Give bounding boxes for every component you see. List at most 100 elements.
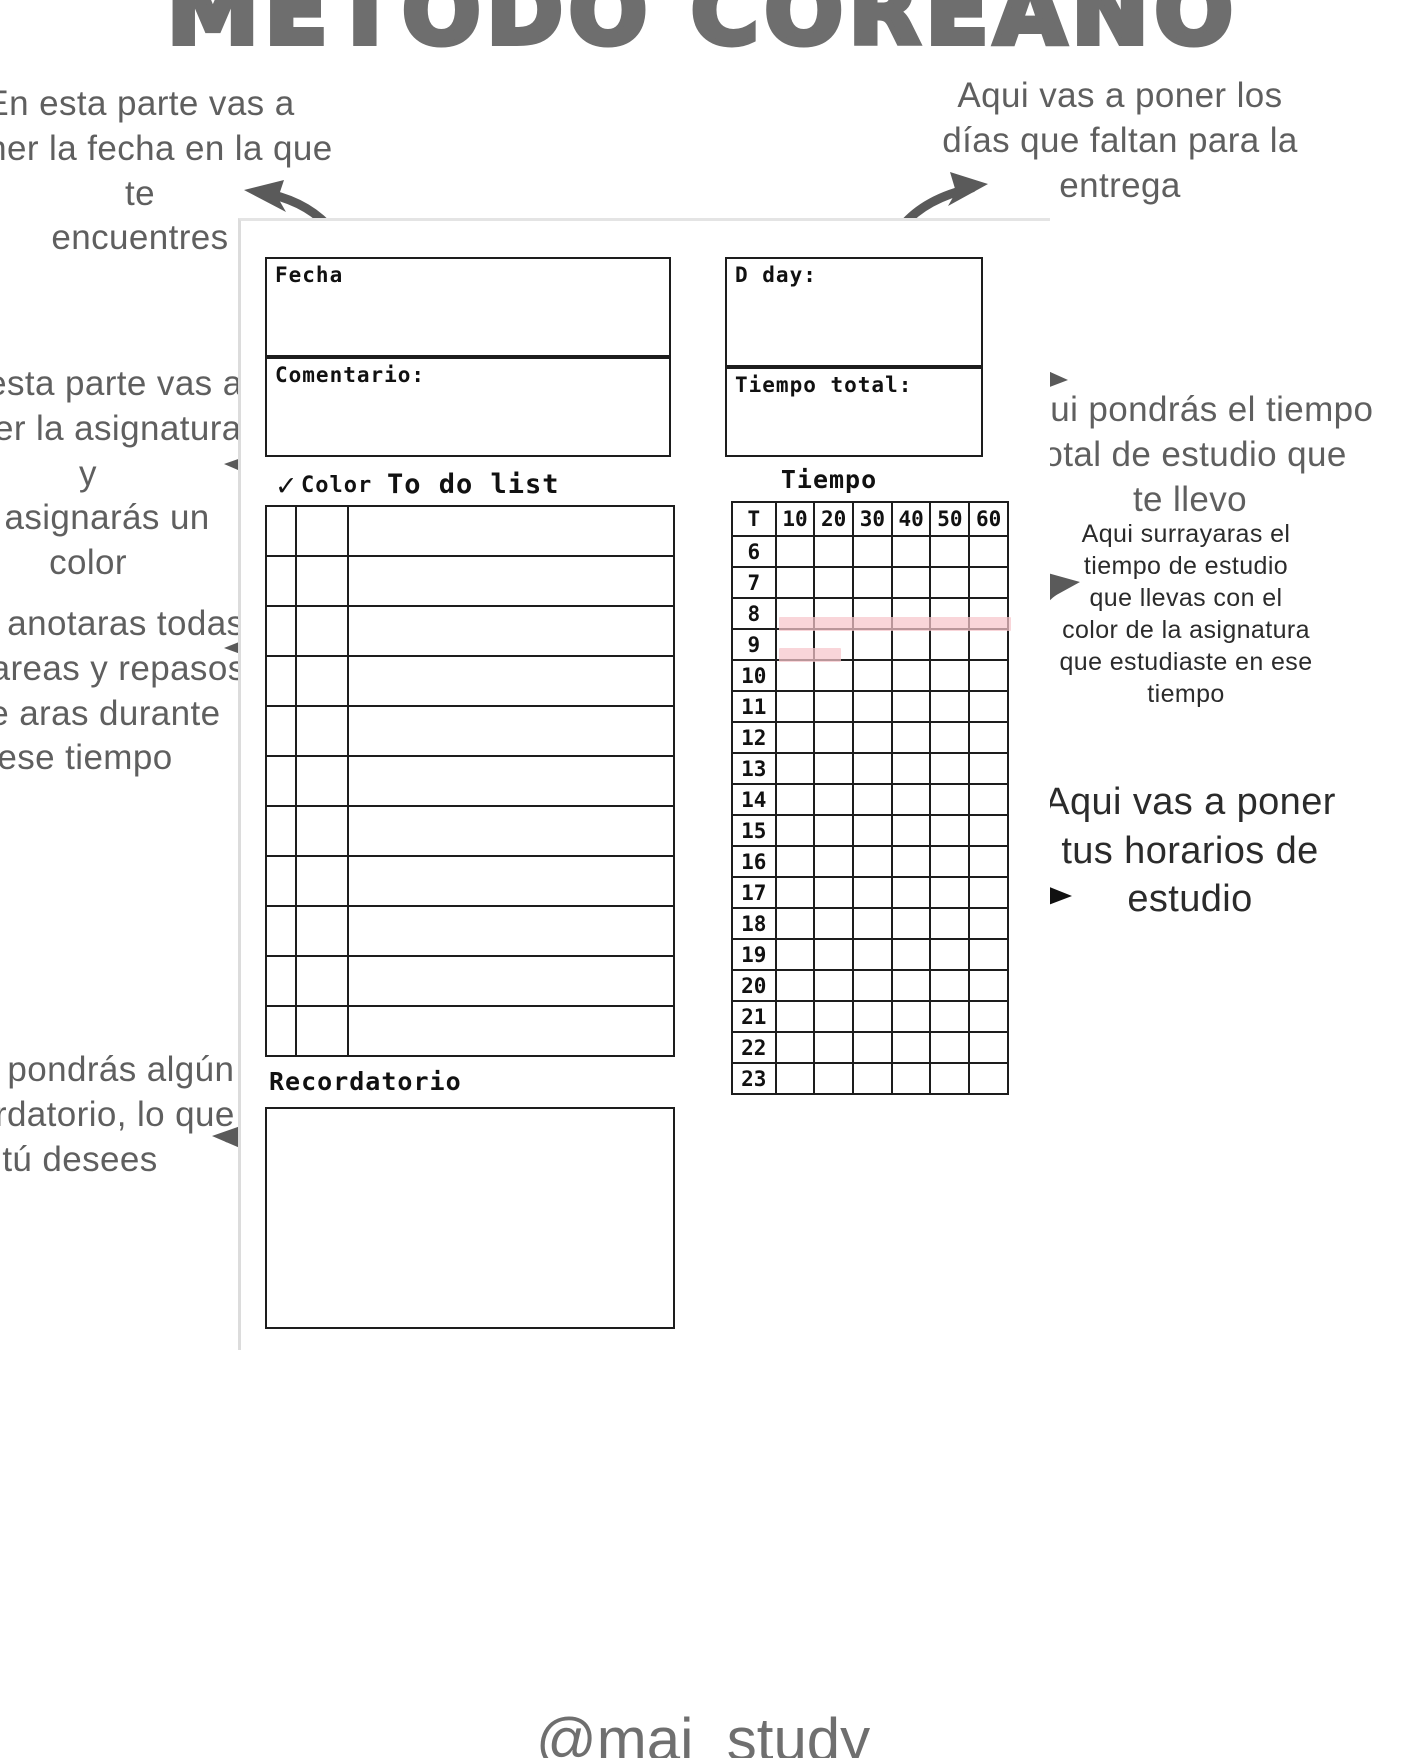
tiempo-slot-cell[interactable] [774, 938, 816, 971]
tiempo-slot-cell[interactable] [774, 783, 816, 816]
tiempo-slot-cell[interactable] [774, 1000, 816, 1033]
tiempo-slot-cell[interactable] [890, 845, 932, 878]
tiempo-slot-cell[interactable] [852, 1062, 893, 1095]
tiempo-slot-cell[interactable] [968, 814, 1009, 847]
tiempo-slot-cell[interactable] [968, 845, 1009, 878]
tiempo-slot-cell[interactable] [813, 566, 855, 599]
todo-check-cell[interactable] [267, 857, 297, 907]
todo-color-cell[interactable] [297, 957, 349, 1007]
tiempo-slot-cell[interactable] [929, 1031, 971, 1064]
tiempo-slot-cell[interactable] [929, 628, 971, 661]
tiempo-slot-cell[interactable] [774, 721, 816, 754]
tiempo-slot-cell[interactable] [890, 628, 932, 661]
tiempo-slot-cell[interactable] [813, 659, 855, 692]
todo-task-cell[interactable] [349, 857, 673, 907]
tiempo-slot-cell[interactable] [813, 1000, 855, 1033]
tiempo-slot-cell[interactable] [813, 814, 855, 847]
tiempo-slot-cell[interactable] [852, 969, 893, 1002]
tiempo-slot-cell[interactable] [890, 535, 932, 568]
tiempo-slot-cell[interactable] [968, 1062, 1009, 1095]
todo-color-cell[interactable] [297, 857, 349, 907]
tiempo-slot-cell[interactable] [929, 845, 971, 878]
tiempo-slot-cell[interactable] [774, 969, 816, 1002]
tiempo-slot-cell[interactable] [968, 690, 1009, 723]
todo-color-cell[interactable] [297, 657, 349, 707]
tiempo-slot-cell[interactable] [890, 659, 932, 692]
todo-check-cell[interactable] [267, 1007, 297, 1055]
tiempo-slot-cell[interactable] [813, 721, 855, 754]
tiempo-slot-cell[interactable] [929, 783, 971, 816]
todo-color-cell[interactable] [297, 907, 349, 957]
tiempo-slot-cell[interactable] [968, 1000, 1009, 1033]
tiempo-slot-cell[interactable] [968, 907, 1009, 940]
tiempo-slot-cell[interactable] [852, 845, 893, 878]
tiempo-slot-cell[interactable] [774, 752, 816, 785]
comentario-field[interactable]: Comentario: [265, 357, 671, 457]
tiempo-slot-cell[interactable] [890, 752, 932, 785]
tiempo-slot-cell[interactable] [968, 1031, 1009, 1064]
tiempo-slot-cell[interactable] [929, 907, 971, 940]
tiempo-slot-cell[interactable] [929, 1000, 971, 1033]
tiempo-slot-cell[interactable] [929, 969, 971, 1002]
tiempo-slot-cell[interactable] [890, 876, 932, 909]
tiempo-slot-cell[interactable] [890, 1062, 932, 1095]
tiempo-slot-cell[interactable] [890, 1031, 932, 1064]
tiempo-slot-cell[interactable] [813, 1062, 855, 1095]
tiempo-slot-cell[interactable] [813, 535, 855, 568]
todo-check-cell[interactable] [267, 507, 297, 557]
tiempo-slot-cell[interactable] [929, 659, 971, 692]
todo-check-cell[interactable] [267, 707, 297, 757]
tiempo-slot-cell[interactable] [852, 566, 893, 599]
todo-check-cell[interactable] [267, 757, 297, 807]
tiempo-slot-cell[interactable] [852, 535, 893, 568]
todo-task-cell[interactable] [349, 657, 673, 707]
tiempo-slot-cell[interactable] [968, 535, 1009, 568]
tiempo-slot-cell[interactable] [968, 659, 1009, 692]
todo-color-cell[interactable] [297, 607, 349, 657]
tiempo-slot-cell[interactable] [968, 876, 1009, 909]
tiempo-slot-cell[interactable] [890, 566, 932, 599]
tiempo-slot-cell[interactable] [774, 1031, 816, 1064]
todo-check-cell[interactable] [267, 557, 297, 607]
tiempo-slot-cell[interactable] [929, 876, 971, 909]
todo-color-cell[interactable] [297, 1007, 349, 1055]
tiempo-slot-cell[interactable] [968, 938, 1009, 971]
tiempo-slot-cell[interactable] [929, 814, 971, 847]
tiempo-slot-cell[interactable] [929, 721, 971, 754]
todo-task-cell[interactable] [349, 957, 673, 1007]
todo-task-cell[interactable] [349, 607, 673, 657]
todo-task-cell[interactable] [349, 1007, 673, 1055]
tiempo-slot-cell[interactable] [774, 1062, 816, 1095]
todo-color-cell[interactable] [297, 807, 349, 857]
tiempo-slot-cell[interactable] [813, 1031, 855, 1064]
tiempo-slot-cell[interactable] [968, 628, 1009, 661]
tiempo-slot-cell[interactable] [929, 1062, 971, 1095]
recordatorio-field[interactable] [265, 1107, 675, 1329]
todo-color-cell[interactable] [297, 557, 349, 607]
tiempo-slot-cell[interactable] [852, 814, 893, 847]
tiempo-slot-cell[interactable] [813, 876, 855, 909]
tiempo-slot-cell[interactable] [929, 938, 971, 971]
todo-color-cell[interactable] [297, 757, 349, 807]
todo-check-cell[interactable] [267, 907, 297, 957]
tiempo-slot-cell[interactable] [774, 876, 816, 909]
tiempo-slot-cell[interactable] [852, 783, 893, 816]
tiempo-slot-cell[interactable] [929, 690, 971, 723]
todo-task-cell[interactable] [349, 507, 673, 557]
tiempo-slot-cell[interactable] [929, 535, 971, 568]
tiempo-slot-cell[interactable] [852, 659, 893, 692]
todo-check-cell[interactable] [267, 807, 297, 857]
tiempo-slot-cell[interactable] [852, 690, 893, 723]
tiempo-slot-cell[interactable] [852, 938, 893, 971]
tiempo-slot-cell[interactable] [890, 969, 932, 1002]
todo-check-cell[interactable] [267, 607, 297, 657]
tiempo-slot-cell[interactable] [852, 752, 893, 785]
tiempo-slot-cell[interactable] [968, 721, 1009, 754]
tiempo-slot-cell[interactable] [890, 938, 932, 971]
todo-check-cell[interactable] [267, 957, 297, 1007]
tiempo-slot-cell[interactable] [929, 752, 971, 785]
tiempo-slot-cell[interactable] [852, 1000, 893, 1033]
tiempo-slot-cell[interactable] [813, 969, 855, 1002]
tiempo-slot-cell[interactable] [774, 566, 816, 599]
tiempo-slot-cell[interactable] [929, 566, 971, 599]
